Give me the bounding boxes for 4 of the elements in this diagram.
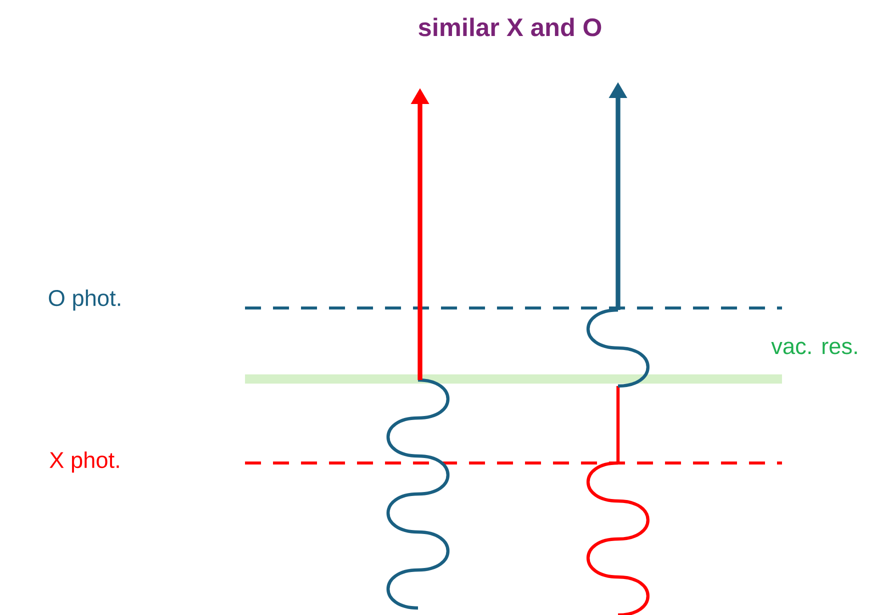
level-label: vac. res. bbox=[771, 342, 857, 354]
level-label: O phot. bbox=[48, 289, 120, 311]
title: similar X and O bbox=[418, 18, 602, 36]
level-label: X phot. bbox=[50, 451, 119, 473]
